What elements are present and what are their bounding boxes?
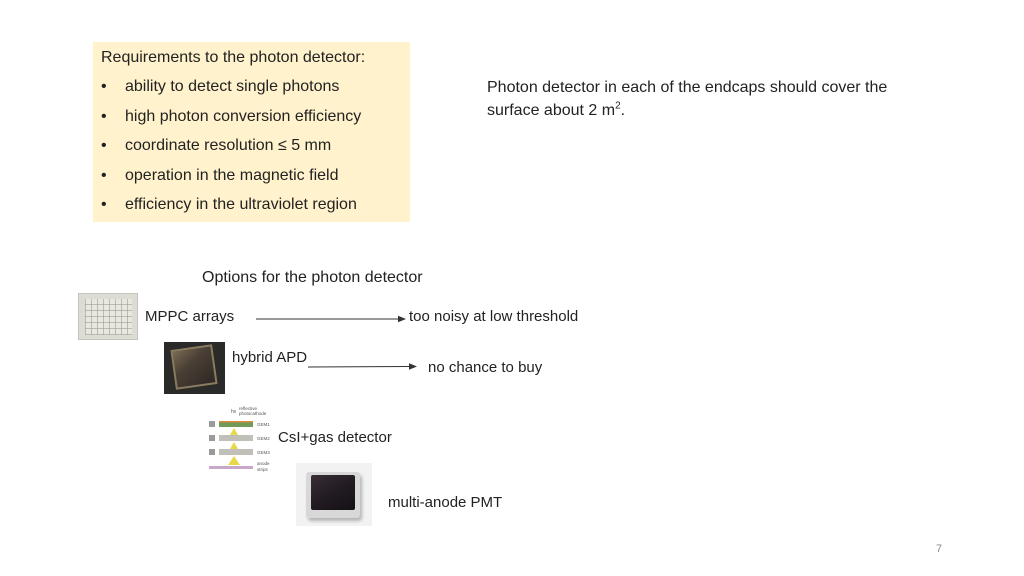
coverage-superscript: 2: [615, 100, 621, 112]
coverage-suffix: .: [620, 102, 626, 119]
csi-gas-label: CsI+gas detector: [278, 429, 392, 446]
multi-anode-pmt-image: [296, 463, 372, 526]
diagram-label-strips: strips: [257, 467, 269, 472]
requirements-list: ability to detect single photons high ph…: [101, 77, 402, 215]
hybrid-apd-label: hybrid APD: [232, 349, 308, 366]
diagram-label-anode: anode: [257, 461, 270, 466]
diagram-label-reflective: reflective: [239, 406, 258, 411]
diagram-label-photocathode: photocathode: [239, 411, 267, 416]
coverage-main: Photon detector in each of the endcaps s…: [487, 79, 888, 119]
hybrid-apd-arrow: [307, 363, 417, 370]
mppc-verdict: too noisy at low threshold: [409, 308, 579, 325]
requirement-item: high photon conversion efficiency: [101, 107, 402, 127]
requirement-item: coordinate resolution ≤ 5 mm: [101, 136, 402, 156]
slide-number: 7: [936, 543, 943, 555]
diagram-label-hv: hν: [231, 409, 237, 415]
hybrid-apd-image: [164, 342, 225, 394]
requirement-item: efficiency in the ultraviolet region: [101, 195, 402, 215]
csi-gas-detector-diagram: reflective photocathode hν GEM1 GEM2 GEM…: [209, 406, 270, 472]
diagram-label-gem1: GEM1: [257, 422, 270, 427]
mppc-label: MPPC arrays: [145, 308, 235, 325]
coverage-text: Photon detector in each of the endcaps s…: [487, 76, 927, 122]
mppc-array-image: [78, 293, 138, 340]
diagram-label-gem3: GEM3: [257, 450, 270, 455]
mppc-arrow: [256, 315, 406, 323]
requirements-box: Requirements to the photon detector: abi…: [93, 42, 410, 222]
hybrid-apd-verdict: no chance to buy: [428, 359, 543, 376]
requirement-item: operation in the magnetic field: [101, 166, 402, 186]
requirements-title: Requirements to the photon detector:: [101, 49, 366, 66]
diagram-label-gem2: GEM2: [257, 436, 270, 441]
options-title: Options for the photon detector: [202, 269, 423, 286]
pmt-label: multi-anode PMT: [388, 494, 503, 511]
requirement-item: ability to detect single photons: [101, 77, 402, 97]
